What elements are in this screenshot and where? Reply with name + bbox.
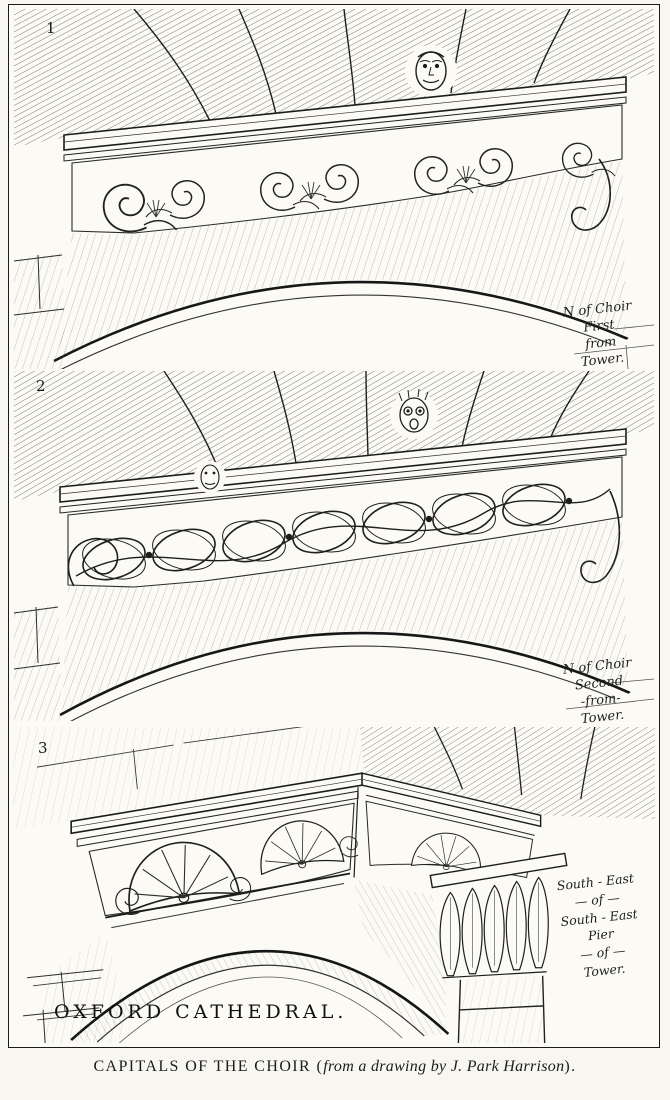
caption-roman-text: CAPITALS OF THE CHOIR ( bbox=[93, 1058, 324, 1075]
figure-3: 3 South - East — of — South - East Pier … bbox=[10, 727, 658, 1043]
figure-3-annotation: South - East — of — South - East Pier — … bbox=[543, 868, 658, 985]
figure-1: 1 N of Choir First from Tower. bbox=[10, 9, 658, 370]
plate-caption: CAPITALS OF THE CHOIR (from a drawing by… bbox=[0, 1058, 670, 1076]
caption-italic-text: from a drawing by J. Park Harrison bbox=[323, 1058, 565, 1075]
plate-title: OXFORD CATHEDRAL. bbox=[54, 1001, 348, 1023]
figure-1-number: 1 bbox=[46, 19, 56, 37]
figure-2: 2 N of Choir Second -from- Tower. bbox=[10, 371, 658, 727]
figure-1-annotation: N of Choir First from Tower. bbox=[547, 297, 654, 375]
engraving-figure-2-capital bbox=[13, 371, 655, 721]
engraving-figure-3-capital bbox=[12, 727, 656, 1043]
caption-close-text: ). bbox=[564, 1058, 577, 1075]
figure-3-number: 3 bbox=[38, 739, 48, 757]
figure-2-annotation: N of Choir Second -from- Tower. bbox=[547, 654, 654, 732]
plate-frame: 1 N of Choir First from Tower. bbox=[8, 4, 660, 1048]
engraving-figure-1-capital bbox=[13, 9, 655, 369]
figure-2-number: 2 bbox=[36, 377, 46, 395]
